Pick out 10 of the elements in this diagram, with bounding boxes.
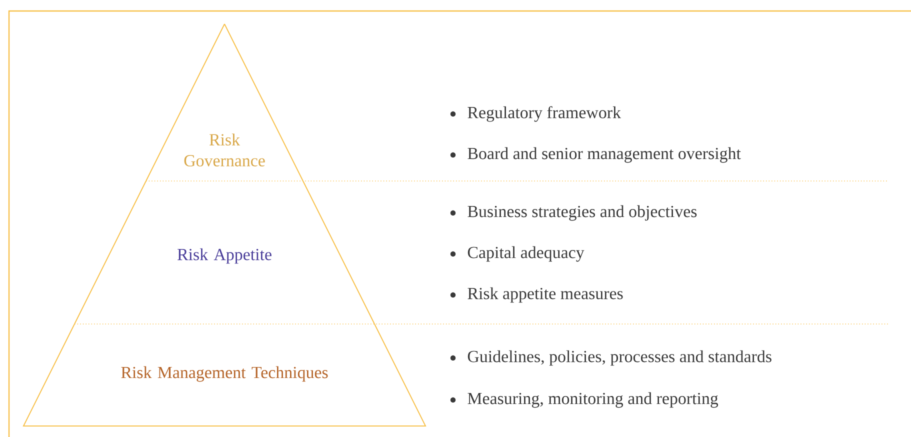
bullet-item: Regulatory framework	[450, 106, 621, 122]
bullet-item: Business strategies and objectives	[450, 205, 697, 221]
bullet-item: Capital adequacy	[450, 246, 584, 262]
bullet-item: Guidelines, policies, processes and standards	[450, 350, 772, 366]
bullet-item: Board and senior management oversight	[450, 147, 741, 163]
bullet-item: Measuring, monitoring and reporting	[450, 392, 718, 408]
pyramid-layer: Risk Appetite	[74, 180, 375, 324]
bullet-item: Risk appetite measures	[450, 287, 623, 303]
pyramid-layer: Risk Management Techniques	[22, 324, 426, 426]
pyramid-layer: Risk Governance	[146, 24, 304, 182]
